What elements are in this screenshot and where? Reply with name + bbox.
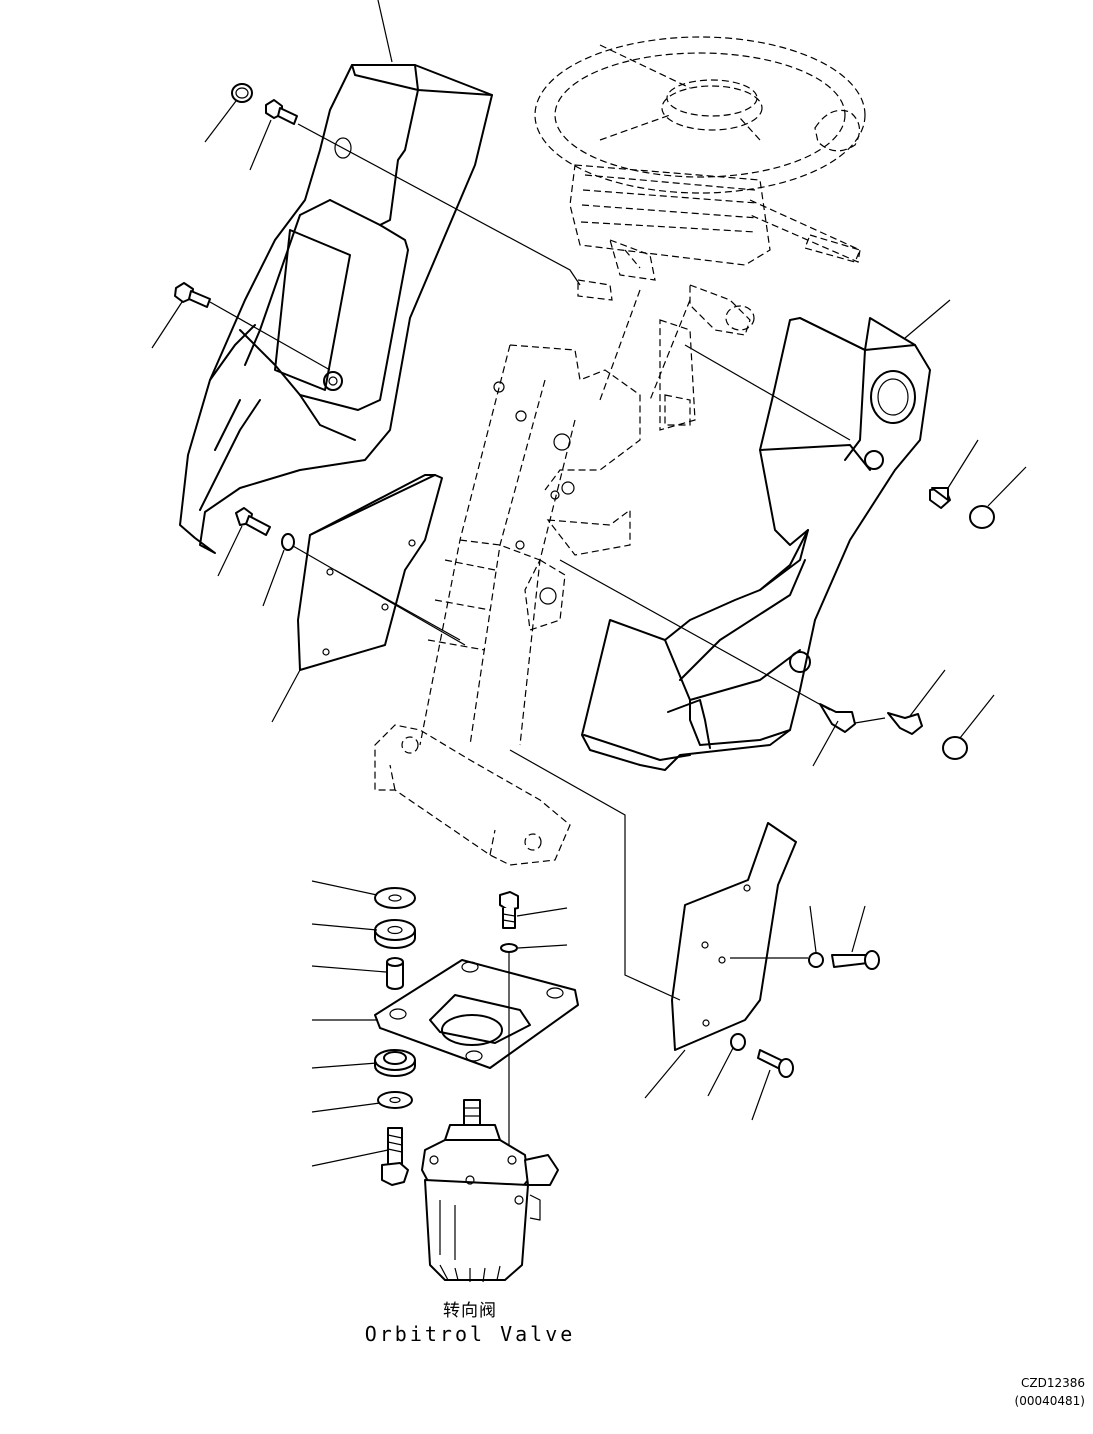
column-pedestal-frame: [374, 344, 641, 866]
steering-column: [569, 164, 861, 431]
left-cover-plate: [297, 474, 443, 671]
left-column-cover: [179, 64, 493, 554]
washer-stack: [374, 887, 416, 1186]
assembly-centerlines: [209, 123, 886, 1001]
orbitrol-valve: [421, 1099, 559, 1283]
figure-id: CZD12386: [1020, 1376, 1085, 1390]
component-label-chinese: 转向阀: [443, 1301, 497, 1321]
fasteners: [174, 83, 995, 1078]
orbitrol-valve-caption: 转向阀 Orbitrol Valve: [340, 1292, 600, 1352]
steering-wheel: [534, 36, 866, 194]
component-label-english: Orbitrol Valve: [364, 1322, 576, 1346]
plate-bolt-set: [499, 891, 519, 1155]
part-reference: (00040481): [1014, 1394, 1085, 1408]
callout-leaders: [151, 0, 1027, 1167]
mounting-plate: [374, 959, 579, 1069]
right-column-cover: [581, 317, 931, 771]
right-cover-plate: [671, 822, 797, 1051]
